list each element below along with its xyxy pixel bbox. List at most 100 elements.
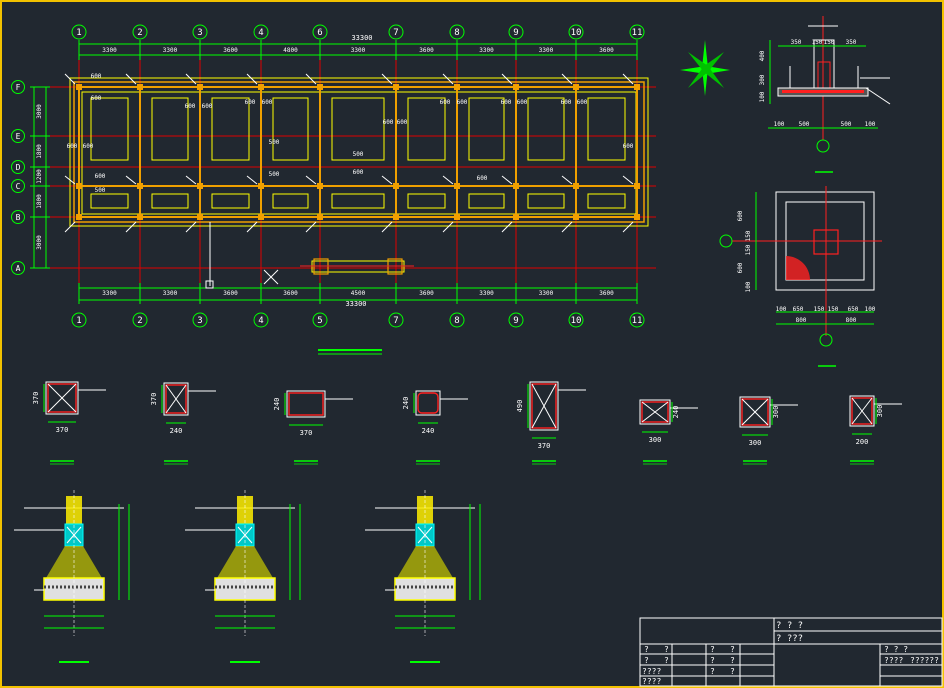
- axis-bubble-label: E: [16, 132, 21, 141]
- axis-bubble-label: 5: [317, 316, 322, 326]
- detail-top-dim-1: 350: [791, 39, 802, 46]
- beam-size-label-2: 600: [91, 95, 102, 102]
- beam-size-label-16: 600: [67, 143, 78, 150]
- leader-top-10: [622, 73, 634, 85]
- column-width-label: 370: [56, 426, 69, 434]
- beam-size-label-5: 600: [245, 99, 256, 106]
- detail-left-dim-1: 400: [759, 50, 766, 61]
- axis-bubble-label: 7: [393, 28, 398, 38]
- column-mark-9-1: [573, 84, 579, 90]
- room-outline-bot-9: [587, 193, 626, 209]
- axis-bubble-label: 3: [197, 316, 202, 326]
- column-cross-2: [851, 397, 873, 425]
- leader-bot-4: [246, 221, 258, 233]
- axis-bubble-label: 7: [393, 316, 398, 326]
- axis-bubble-label: 9: [513, 28, 518, 38]
- room-outline-top-8: [527, 97, 565, 161]
- pad-left-dim-1: 600: [737, 210, 744, 221]
- plan-total-dim-top: 33300: [351, 34, 372, 42]
- column-mark-7-1: [454, 84, 460, 90]
- room-outline-top-6: [407, 97, 446, 161]
- column-outline: [739, 396, 771, 428]
- title-cell-10: ?: [710, 667, 715, 676]
- column-height-label: 240: [402, 397, 410, 410]
- column-rebar-outline: [741, 398, 769, 426]
- room-outline-bot-3: [211, 193, 250, 209]
- column-rebar-outline: [417, 392, 439, 414]
- beam-size-label-17: 600: [83, 143, 94, 150]
- axis-bubble-circle: [253, 24, 269, 40]
- axis-bubble-top-7: 7: [388, 24, 404, 40]
- leader-top-3: [185, 73, 197, 85]
- axis-bubble-circle: [449, 24, 465, 40]
- beam-size-label-9: 600: [440, 99, 451, 106]
- beam-size-label-21: 500: [269, 139, 280, 146]
- column-width-label: 200: [856, 438, 869, 446]
- room-outline-top-4: [272, 97, 309, 161]
- column-mark-2-1: [137, 84, 143, 90]
- axis-bubble-label: 4: [258, 28, 263, 38]
- wall-footing-sections: [14, 490, 481, 663]
- dim-top-8: 3300: [539, 47, 554, 54]
- foundation-section-detail: 350 150 150 350 400 300 100 100 500 500 …: [759, 16, 891, 173]
- beam-size-label-7: 600: [383, 119, 394, 126]
- leader-top-6: [381, 73, 393, 85]
- pad-bottom1-dim-4: 150: [828, 306, 839, 313]
- column-width-label: 300: [749, 439, 762, 447]
- pad-bottom1-dim-3: 150: [814, 306, 825, 313]
- dim-bottom-1: 3300: [102, 290, 117, 297]
- leader-top-2: [125, 73, 137, 85]
- room-outline-top-1: [90, 97, 129, 161]
- detail-left-dim-3: 100: [759, 91, 766, 102]
- dim-bottom-7: 3300: [479, 290, 494, 297]
- axis-bubble-top-3: 3: [192, 24, 208, 40]
- pad-left-dim-2: 150: [745, 230, 752, 241]
- plan-small-box: [205, 280, 214, 289]
- dim-top-1: 3300: [102, 47, 117, 54]
- pad-bottom2-dim-2: 800: [846, 317, 857, 324]
- column-mark-8-1: [513, 84, 519, 90]
- column-mark-2-3: [137, 214, 143, 220]
- room-outline-bot-6: [407, 193, 446, 209]
- axis-bubble-circle: [253, 312, 269, 328]
- axis-bubble-label: 4: [258, 316, 263, 326]
- leader-mid-7: [442, 175, 454, 185]
- pad-left-dim-5: 100: [745, 281, 752, 292]
- axis-bubble-top-4: 4: [253, 24, 269, 40]
- title-cell-11: ?: [730, 667, 735, 676]
- dim-top-6: 3600: [419, 47, 434, 54]
- room-outline-bot-8: [527, 193, 565, 209]
- axis-bubble-bottom-5: 5: [312, 312, 328, 328]
- pad-bottom2-dim-1: 800: [796, 317, 807, 324]
- beam-outer: [69, 77, 649, 227]
- detail-top-dim-2: 150: [812, 39, 823, 46]
- axis-bubble-circle: [71, 24, 87, 40]
- column-cross-2: [165, 384, 187, 414]
- axis-bubble-row-E: E: [11, 129, 25, 143]
- pad-bottom1-dim-6: 100: [865, 306, 876, 313]
- axis-bubble-top-2: 2: [132, 24, 148, 40]
- axis-bubble-circle: [508, 312, 524, 328]
- axis-bubble-bottom-11: 11: [629, 312, 645, 328]
- dim-top-2: 3300: [163, 47, 178, 54]
- axis-bubble-bottom-8: 8: [449, 312, 465, 328]
- beam-size-label-1: 600: [91, 73, 102, 80]
- room-outline-bot-7: [468, 193, 505, 209]
- title-cell-8: ?: [730, 656, 735, 665]
- column-mark-9-2: [573, 183, 579, 189]
- axis-bubble-label: C: [16, 182, 21, 191]
- leader-bot-5: [305, 221, 317, 233]
- column-width-label: 370: [538, 442, 551, 450]
- column-rebar-outline: [851, 397, 873, 425]
- beam-size-label-15: 600: [623, 143, 634, 150]
- wall-section-1: [14, 490, 130, 663]
- axis-bubble-circle: [449, 312, 465, 328]
- room-outline-bot-4: [272, 193, 309, 209]
- title-cell-5: ?: [644, 656, 649, 665]
